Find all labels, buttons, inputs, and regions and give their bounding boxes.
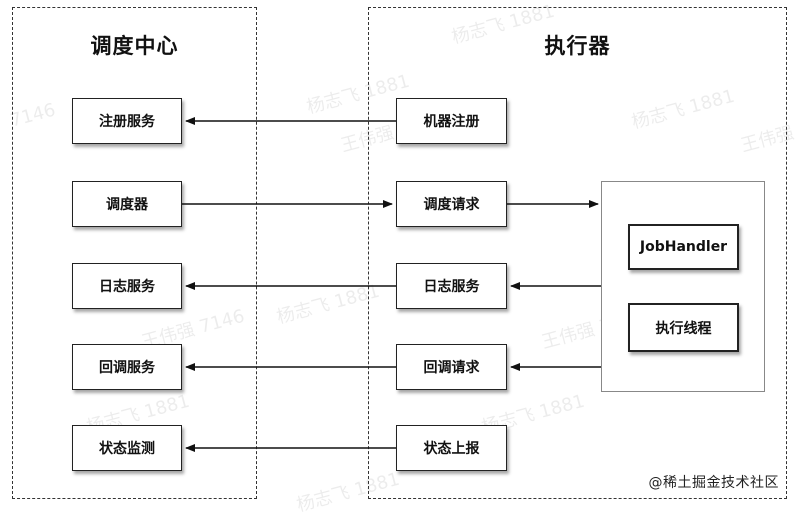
arrows-layer bbox=[182, 117, 601, 452]
job-handler-box: JobHandler bbox=[628, 224, 739, 270]
machine-register-box: 机器注册 bbox=[396, 98, 507, 144]
log-service-box: 日志服务 bbox=[72, 263, 182, 309]
status-report-box: 状态上报 bbox=[396, 425, 507, 471]
executor-title: 执行器 bbox=[544, 34, 611, 58]
register-service-box: 注册服务 bbox=[72, 98, 182, 144]
callback-request-box: 回调请求 bbox=[396, 344, 507, 390]
source-credit: @稀土掘金技术社区 bbox=[648, 475, 779, 491]
architecture-diagram: 7146 王伟强 杨志飞 1881 杨志飞 1881 杨志飞 1881 王伟强 … bbox=[8, 1, 795, 517]
schedule-request-box: 调度请求 bbox=[396, 181, 507, 227]
scheduler-title: 调度中心 bbox=[90, 34, 179, 58]
status-monitor-box: 状态监测 bbox=[72, 425, 182, 471]
exec-thread-box: 执行线程 bbox=[628, 303, 739, 352]
scheduler-zone: 调度中心 bbox=[12, 7, 257, 499]
job-handler-panel: JobHandler 执行线程 bbox=[601, 181, 765, 392]
scheduler-box: 调度器 bbox=[72, 181, 182, 227]
executor-zone: 执行器 bbox=[368, 7, 787, 499]
executor-log-service-box: 日志服务 bbox=[396, 263, 507, 309]
callback-service-box: 回调服务 bbox=[72, 344, 182, 390]
